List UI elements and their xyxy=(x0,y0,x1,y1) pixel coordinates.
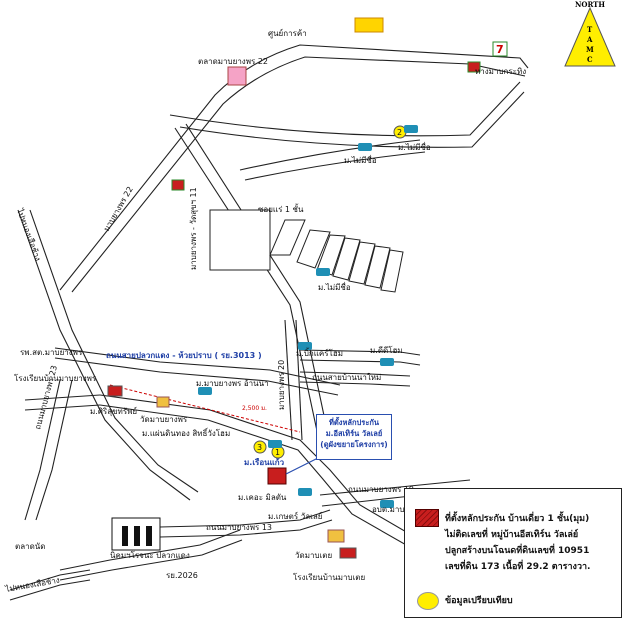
collateral-callout: ที่ตั้งหลักประกัน ม.อีสเทิร์น วัลเลย์ (ด… xyxy=(316,414,392,460)
marker-1-label: 1 xyxy=(275,448,280,457)
north-letter-a: A xyxy=(586,35,593,44)
label-wat-mab: วัดมาบยางพร xyxy=(140,415,188,424)
seven-eleven-icon xyxy=(492,41,508,57)
legend-line-1: ที่ตั้งหลักประกัน บ้านเดี่ยว 1 ชั้น(มุม) xyxy=(445,514,590,524)
marker-3-icon[interactable] xyxy=(253,440,267,454)
label-shopping-center: ศูนย์การค้า xyxy=(268,28,307,39)
car-icon-1 xyxy=(358,143,372,151)
label-school-mab-kh: โรงเรียนบ้านมาบเตย xyxy=(293,572,365,582)
label-village-dd: ม.ดีดีโฮม xyxy=(370,345,403,355)
label-road-19: ถนนมาบยางพร 19 xyxy=(348,485,414,494)
factory-chimney2-icon xyxy=(134,526,140,546)
shopping-logo-icon xyxy=(354,17,384,33)
temple-icon-wat-kh xyxy=(327,529,345,543)
marker-3-label: 3 xyxy=(257,443,262,452)
label-road-22: มาบยางพร 22 xyxy=(102,185,135,233)
car-icon-3 xyxy=(316,268,330,276)
car-icon-5 xyxy=(380,358,394,366)
label-village-ket: ม.เกษตร์ วัลเลย์ xyxy=(268,511,322,521)
label-village-2-sub: ม.ไม่มีชื่อ xyxy=(344,154,377,165)
label-market-nat: ตลาดนัด xyxy=(15,542,45,551)
label-market-22: ตลาดมาบยางพร 22 xyxy=(198,57,268,66)
legend-collateral-icon xyxy=(415,509,439,527)
north-triangle-icon: T A M C xyxy=(564,6,616,67)
factory-chimney-icon xyxy=(122,526,128,546)
label-road-13: ถนนมาบยางพร 13 xyxy=(206,523,272,532)
label-village-sirisuk: ม.ศิริสุขทรัพย์ xyxy=(90,406,137,416)
label-soi-1: ซอยแร่ 1 ชั้น xyxy=(258,203,304,214)
car-icon-4 xyxy=(298,342,312,350)
label-obt: อบต.มาบยางพร xyxy=(372,505,428,514)
distance-line xyxy=(109,384,301,433)
label-village-mab-ampha: ม.มาบยางพร อ้านนา xyxy=(196,379,269,388)
north-title: NORTH xyxy=(574,0,605,9)
north-letter-t: T xyxy=(587,25,593,34)
legend-compare-icon xyxy=(417,592,439,610)
label-road-wat-11: มาบยางพร - วัดสุขฯ 11 xyxy=(189,187,198,270)
seven-eleven-label: 7 xyxy=(496,43,504,56)
school-icon-kh xyxy=(339,547,357,559)
label-makro-ban: ทางมาบกระทิง xyxy=(475,67,526,76)
label-wat-mab-kh: วัดมาบเตย xyxy=(295,551,332,560)
collateral-marker[interactable] xyxy=(267,467,287,485)
road-network xyxy=(9,44,541,601)
label-village-lower: ม.ไม่มีชื่อ xyxy=(318,281,351,292)
label-road-ban-mai: ถนนสายบ้านนาใหม่ xyxy=(312,373,381,382)
car-icon-9 xyxy=(380,500,394,508)
label-village-2: ม.ไม่มีชื่อ xyxy=(398,141,431,152)
market-icon xyxy=(227,66,247,86)
legend-line-3: ปลูกสร้างบนโฉนดที่ดินเลขที่ 10951 xyxy=(445,546,590,556)
label-distance: 2,500 ม. xyxy=(242,405,267,412)
shop-icon-right xyxy=(467,61,481,73)
village-blocks xyxy=(209,209,404,293)
label-village-phaen: ม.แผ่นดินทอง สิทธิ์วังโฮม xyxy=(142,427,230,438)
label-school-mab: โรงเรียนบ้านมาบยางพร xyxy=(14,373,97,383)
school-icon-left xyxy=(107,385,123,397)
factory-chimney3-icon xyxy=(146,526,152,546)
legend-line-2: ไม่ติดเลขที่ หมู่บ้านอีสเทิร์น วัลเล่ย์ xyxy=(445,530,579,540)
callout-line-3: (ดูผังขยายโครงการ) xyxy=(320,440,388,449)
label-village-ruen: ม.เรือนแก้ว xyxy=(244,457,285,467)
label-road-ban-nong: ไปหนองเสือช้าง xyxy=(4,576,61,595)
car-icon-7 xyxy=(268,440,282,448)
north-letter-m: M xyxy=(586,45,594,54)
label-road-20: มาบยางพร 20 xyxy=(277,360,286,410)
label-industrial: นิคมฯโรจนะ ปลวกแดง xyxy=(110,550,190,560)
north-letter-c: C xyxy=(587,55,593,64)
callout-line-1: ที่ตั้งหลักประกัน xyxy=(328,418,380,427)
label-village-home: ม.บิ้กแคร์โฮม xyxy=(296,347,343,358)
marker-2-label: 2 xyxy=(397,128,402,137)
callout-line-2: ม.อีสเทิร์น วัลเลย์ xyxy=(325,429,383,438)
callout-pointer xyxy=(285,457,319,475)
label-village-kesa: ม.เคอะ มิลตัน xyxy=(238,493,287,502)
label-pluak-daeng-road: ถนนสายปลวกแดง - ห้วยปราบ ( รย.3013 ) xyxy=(106,350,262,360)
legend-line-5: ข้อมูลเปรียบเทียบ xyxy=(445,596,513,606)
label-hospital: รพ.สต.มาบยางพร xyxy=(20,348,83,357)
north-arrow: NORTH T A M C xyxy=(561,0,619,68)
legend-line-4: เลขที่ดิน 173 เนื้อที่ 29.2 ตารางวา. xyxy=(445,562,591,572)
car-icon-2 xyxy=(404,125,418,133)
car-icon-6 xyxy=(198,387,212,395)
legend-box: ที่ตั้งหลักประกัน บ้านเดี่ยว 1 ชั้น(มุม)… xyxy=(404,488,622,618)
shop-icon-left xyxy=(171,179,185,191)
label-road-2026: รย.2026 xyxy=(166,571,198,580)
temple-icon-wat xyxy=(156,396,170,408)
car-icon-8 xyxy=(298,488,312,496)
